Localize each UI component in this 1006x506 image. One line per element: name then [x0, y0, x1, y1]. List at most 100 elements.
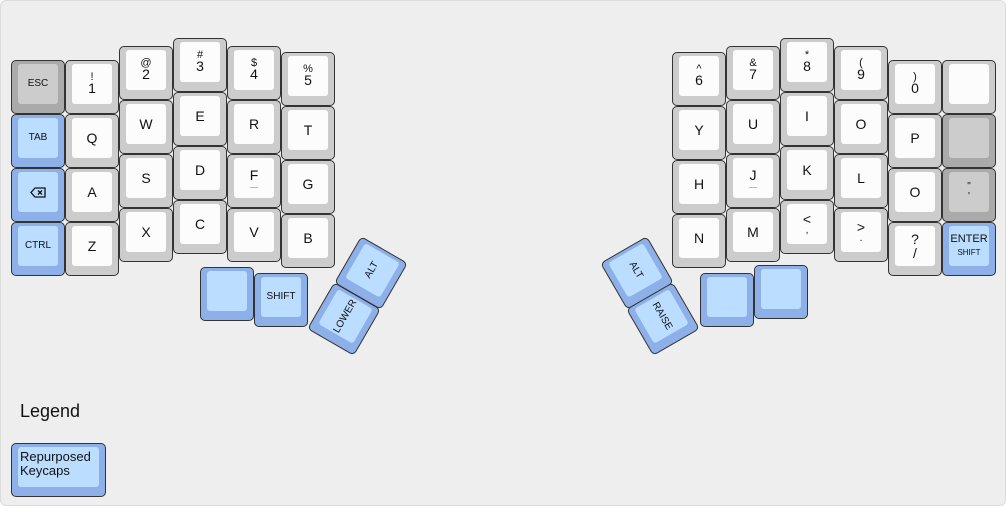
key-k[interactable]: K	[780, 146, 834, 200]
key-r[interactable]: R	[227, 100, 281, 154]
key-label: 5	[304, 72, 312, 88]
key-tab[interactable]: TAB	[11, 114, 65, 168]
key-backspace[interactable]	[11, 168, 65, 222]
key-g[interactable]: G	[281, 160, 335, 214]
key-h[interactable]: H	[672, 160, 726, 214]
key-label: 8	[803, 58, 811, 74]
key-label: Q	[86, 130, 98, 146]
key-label: ESC	[27, 78, 49, 89]
key-y[interactable]: Y	[672, 106, 726, 160]
key-2[interactable]: @2	[119, 46, 173, 100]
key-label: '	[968, 191, 970, 202]
key-5[interactable]: %5	[281, 52, 335, 106]
key-label: M	[747, 224, 759, 240]
key-label: 3	[196, 58, 204, 74]
key-label: T	[303, 122, 313, 138]
key-comma[interactable]: <,	[780, 200, 834, 254]
key-label: X	[141, 224, 151, 240]
key-s[interactable]: S	[119, 154, 173, 208]
key-p[interactable]: P	[888, 114, 942, 168]
key-label: 1	[88, 80, 96, 96]
key-z[interactable]: Z	[65, 222, 119, 276]
key-label: Z	[87, 238, 97, 254]
key-q[interactable]: Q	[65, 114, 119, 168]
key-shift-left[interactable]: SHIFT	[254, 273, 308, 327]
key-shift-label: $	[250, 57, 258, 69]
key-shift-label: &	[749, 57, 757, 69]
key-label: C	[194, 216, 206, 232]
key-label: 4	[250, 66, 258, 82]
key-label: 7	[749, 66, 757, 82]
key-label: ALT	[626, 259, 646, 281]
key-right-thumb-blank-2[interactable]	[754, 265, 808, 319]
key-8[interactable]: *8	[780, 38, 834, 92]
key-shift-label: >	[856, 219, 866, 235]
key-label: I	[805, 108, 809, 124]
key-label: 9	[857, 66, 865, 82]
key-ctrl[interactable]: CTRL	[11, 222, 65, 276]
key-7[interactable]: &7	[726, 46, 780, 100]
key-label: ENTER	[950, 233, 988, 245]
key-shift-label: @	[140, 57, 152, 69]
key-o-alt[interactable]: O	[888, 168, 942, 222]
key-1[interactable]: !1	[65, 60, 119, 114]
key-b[interactable]: B	[281, 214, 335, 268]
key-3[interactable]: #3	[173, 38, 227, 92]
key-label: RAISE	[649, 300, 675, 332]
key-u[interactable]: U	[726, 100, 780, 154]
key-label: R	[248, 116, 260, 132]
key-shift-label: %	[303, 63, 313, 75]
key-i[interactable]: I	[780, 92, 834, 146]
key-0[interactable]: )0	[888, 60, 942, 114]
key-esc[interactable]: ESC	[11, 60, 65, 114]
key-label: O	[855, 116, 867, 132]
key-f[interactable]: F	[227, 154, 281, 208]
key-w[interactable]: W	[119, 100, 173, 154]
key-label: .	[859, 233, 863, 244]
key-slash[interactable]: ?/	[888, 222, 942, 276]
key-m[interactable]: M	[726, 208, 780, 262]
key-4[interactable]: $4	[227, 46, 281, 100]
key-o[interactable]: O	[834, 100, 888, 154]
key-c[interactable]: C	[173, 200, 227, 254]
key-label: L	[857, 170, 865, 186]
key-l[interactable]: L	[834, 154, 888, 208]
key-quote[interactable]: "'	[942, 168, 996, 222]
key-e[interactable]: E	[173, 92, 227, 146]
key-a[interactable]: A	[65, 168, 119, 222]
key-j[interactable]: J	[726, 154, 780, 208]
key-label: 2	[142, 66, 150, 82]
key-label: 0	[911, 80, 919, 96]
key-label: G	[302, 176, 314, 192]
key-label: 6	[695, 72, 703, 88]
key-6[interactable]: ^6	[672, 52, 726, 106]
key-label: SHIFT	[266, 291, 296, 302]
key-left-thumb-blank[interactable]	[200, 267, 254, 321]
key-shift-label: (	[859, 57, 863, 69]
key-v[interactable]: V	[227, 208, 281, 262]
key-blank-gray[interactable]	[942, 114, 996, 168]
key-d[interactable]: D	[173, 146, 227, 200]
key-label: LOWER	[331, 297, 359, 335]
key-n[interactable]: N	[672, 214, 726, 268]
key-shift-label: ?	[911, 231, 919, 247]
key-label: S	[141, 170, 151, 186]
key-shift-label: *	[804, 49, 810, 61]
key-right-thumb-blank-1[interactable]	[700, 273, 754, 327]
homing-bar	[250, 187, 258, 188]
key-label: V	[249, 224, 259, 240]
key-label: D	[194, 162, 206, 178]
key-shift-label: !	[90, 71, 94, 83]
key-label: Y	[694, 122, 704, 138]
key-label: E	[195, 108, 205, 124]
key-period[interactable]: >.	[834, 208, 888, 262]
key-shift-label: #	[196, 49, 204, 61]
key-x[interactable]: X	[119, 208, 173, 262]
key-blank-top-right[interactable]	[942, 60, 996, 114]
key-label: P	[910, 130, 920, 146]
key-9[interactable]: (9	[834, 46, 888, 100]
key-t[interactable]: T	[281, 106, 335, 160]
legend-item-line1: Repurposed	[20, 449, 91, 464]
